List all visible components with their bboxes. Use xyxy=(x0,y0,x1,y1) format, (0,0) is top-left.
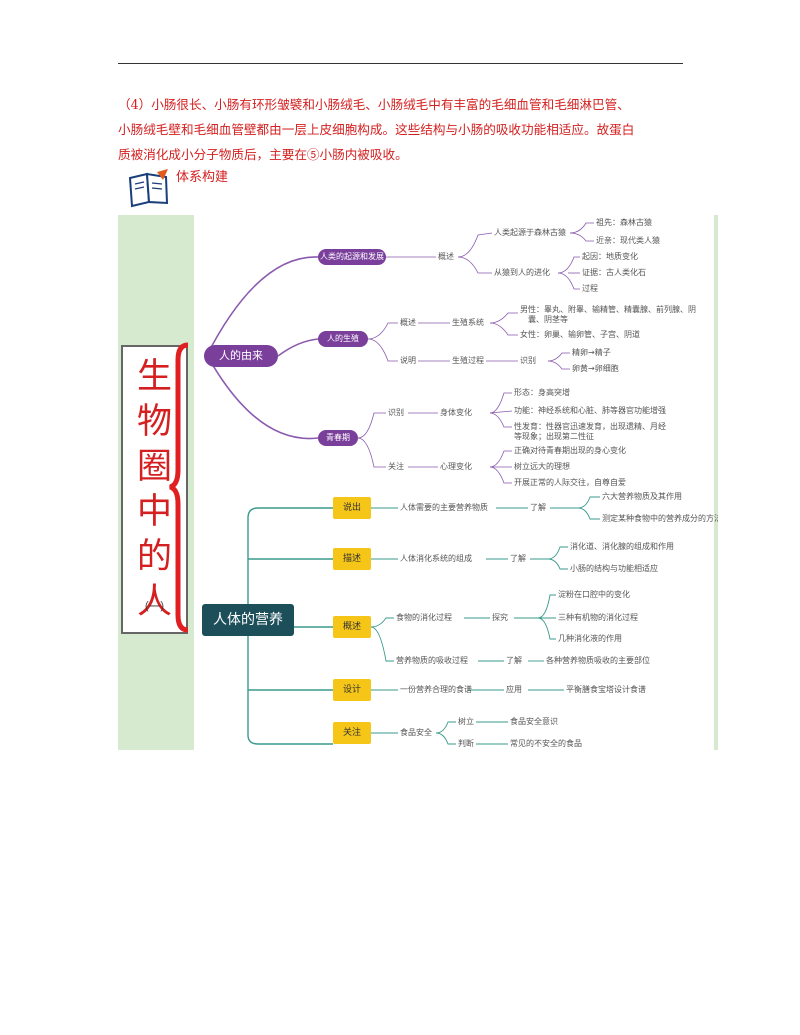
node-digestive-juices: 几种消化液的作用 xyxy=(558,634,622,643)
node-egg: 卵黄→卵细胞 xyxy=(572,364,619,373)
node-evidence: 证据：古人类化石 xyxy=(582,268,646,277)
node-digestive-tract: 消化道、消化腺的组成和作用 xyxy=(570,542,674,551)
node-establish: 树立 xyxy=(458,717,474,726)
right-edge-bar xyxy=(714,215,718,750)
node-six-nutrients: 六大营养物质及其作用 xyxy=(602,492,682,501)
node-human-nutrition: 人体的营养 xyxy=(202,604,294,636)
node-digestive-system: 人体消化系统的组成 xyxy=(400,554,472,563)
node-unsafe-food: 常见的不安全的食品 xyxy=(510,739,582,748)
node-attention: 关注 xyxy=(388,462,404,471)
red-brace xyxy=(169,342,189,633)
tag-describe: 描述 xyxy=(333,548,371,570)
node-cause: 起因：地质变化 xyxy=(582,252,638,261)
node-overview: 概述 xyxy=(438,252,454,261)
node-mind-1: 正确对待青春期出现的身心变化 xyxy=(514,446,626,455)
tag-attention: 关注 xyxy=(333,722,371,744)
node-mind-3: 开展正常的人际交往，自尊自爱 xyxy=(514,478,626,487)
node-judge: 判断 xyxy=(458,739,474,748)
node-small-intestine: 小肠的结构与功能相适应 xyxy=(570,564,658,573)
node-female-organs: 女性：卵巢、输卵管、子宫、阴道 xyxy=(520,330,640,339)
node-repro-overview: 概述 xyxy=(400,318,416,327)
node-apply: 应用 xyxy=(506,685,522,694)
node-puberty-identify: 识别 xyxy=(388,408,404,417)
node-origin-of-humans: 人的由来 xyxy=(204,345,278,367)
node-origin-forest-ape: 人类起源于森林古猿 xyxy=(494,228,566,237)
node-mind-change: 心理变化 xyxy=(440,462,472,471)
node-explain: 说明 xyxy=(400,356,416,365)
vertical-title: 生 物 圈 中 的 人 xyxy=(123,355,186,625)
node-male-organs: 男性：睾丸、附睾、输精管、精囊腺、前列腺、阴 xyxy=(520,305,696,314)
node-repro-process: 生殖过程 xyxy=(452,356,484,365)
node-sexual-development: 性发育：性器官迅速发育，出现遗精、月经 xyxy=(514,422,666,431)
node-mind-2: 树立远大的理想 xyxy=(514,462,570,471)
node-food-pyramid: 平衡膳食宝塔设计食谱 xyxy=(566,685,646,694)
node-starch-mouth: 淀粉在口腔中的变化 xyxy=(558,590,630,599)
node-form: 形态：身高突增 xyxy=(514,388,570,397)
node-function: 功能：神经系统和心脏、肺等器官功能增强 xyxy=(514,406,666,415)
node-process: 过程 xyxy=(582,284,598,293)
section-title: 体系构建 xyxy=(176,170,229,185)
paragraph-line-2: 小肠绒毛壁和毛细血管壁都由一层上皮细胞构成。这些结构与小肠的吸收功能相适应。故蛋… xyxy=(118,122,635,137)
node-absorption-sites: 各种营养物质吸收的主要部位 xyxy=(546,656,650,665)
node-food-safety: 食品安全 xyxy=(400,728,432,737)
node-puberty: 青春期 xyxy=(318,430,358,446)
paragraph: （4）小肠很长、小肠有环形皱襞和小肠绒毛、小肠绒毛中有丰富的毛细血管和毛细淋巴管… xyxy=(118,92,688,167)
title-char-6: 人 xyxy=(136,582,172,622)
node-explore: 探究 xyxy=(492,613,508,622)
node-three-organics: 三种有机物的消化过程 xyxy=(558,613,638,622)
node-absorption-process: 营养物质的吸收过程 xyxy=(396,656,468,665)
paragraph-line-3: 质被消化成小分子物质后，主要在⑤小肠内被吸收。 xyxy=(118,147,408,162)
title-char-5: 的 xyxy=(136,537,172,577)
title-char-3: 圈 xyxy=(136,447,172,487)
node-sperm: 精卵→精子 xyxy=(572,348,611,357)
mind-map: 生 物 圈 中 的 人 （一） xyxy=(118,215,718,750)
vertical-subtitle: （一） xyxy=(138,600,171,613)
tag-state: 说出 xyxy=(333,497,371,519)
node-body-change: 身体变化 xyxy=(440,408,472,417)
node-identify: 识别 xyxy=(520,356,536,365)
tag-overview: 概述 xyxy=(333,616,371,638)
node-understand-2: 了解 xyxy=(510,554,526,563)
node-recipe: 一份营养合理的食谱 xyxy=(400,685,472,694)
node-digestion-process: 食物的消化过程 xyxy=(396,613,452,622)
node-ape-to-human: 从猿到人的进化 xyxy=(494,268,550,277)
title-char-4: 中 xyxy=(136,492,172,532)
node-male-organs-2: 囊、阴茎等 xyxy=(528,315,568,324)
node-human-origin-development: 人类的起源和发展 xyxy=(318,249,386,265)
paragraph-line-1: （4）小肠很长、小肠有环形皱襞和小肠绒毛、小肠绒毛中有丰富的毛细血管和毛细淋巴管… xyxy=(118,97,630,112)
title-char-1: 生 xyxy=(136,357,172,397)
tag-design: 设计 xyxy=(333,679,371,701)
node-human-reproduction: 人的生殖 xyxy=(318,331,368,347)
node-understand-1: 了解 xyxy=(530,503,546,512)
node-understand-3: 了解 xyxy=(506,656,522,665)
book-icon xyxy=(128,169,169,208)
node-measure-method: 测定某种食物中的营养成分的方法 xyxy=(602,514,718,523)
connector-lines xyxy=(169,222,600,745)
node-reproductive-system: 生殖系统 xyxy=(452,318,484,327)
header-rule xyxy=(118,63,683,64)
node-safety-awareness: 食品安全意识 xyxy=(510,717,558,726)
node-sexual-development-2: 等现象；出现第二性征 xyxy=(514,432,594,441)
node-relative: 近亲：现代类人猿 xyxy=(596,236,660,245)
title-char-2: 物 xyxy=(136,402,172,442)
node-nutrients: 人体需要的主要营养物质 xyxy=(400,503,488,512)
node-ancestor: 祖先：森林古猿 xyxy=(596,218,652,227)
